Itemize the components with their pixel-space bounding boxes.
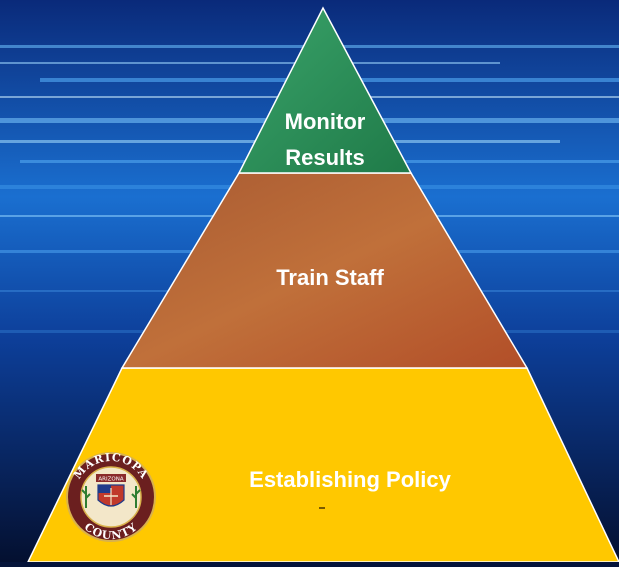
tier-base-label: Establishing Policy: [249, 467, 451, 492]
seal-text-bottom: COUNTY: [82, 520, 139, 542]
tier-top-label: Monitor Results: [255, 104, 395, 176]
tier-base-mark: [319, 507, 325, 509]
tier-top: [237, 6, 413, 174]
tier-top-label-line-2: Results: [285, 145, 365, 170]
svg-text:COUNTY: COUNTY: [82, 520, 140, 542]
seal-text-banner: ARIZONA: [98, 477, 123, 483]
tier-top-label-line-1: Monitor: [284, 109, 366, 134]
tier-middle-label: Train Staff: [276, 265, 384, 290]
maricopa-county-seal-icon: MARICOPA COUNTY ARIZONA: [66, 451, 156, 542]
